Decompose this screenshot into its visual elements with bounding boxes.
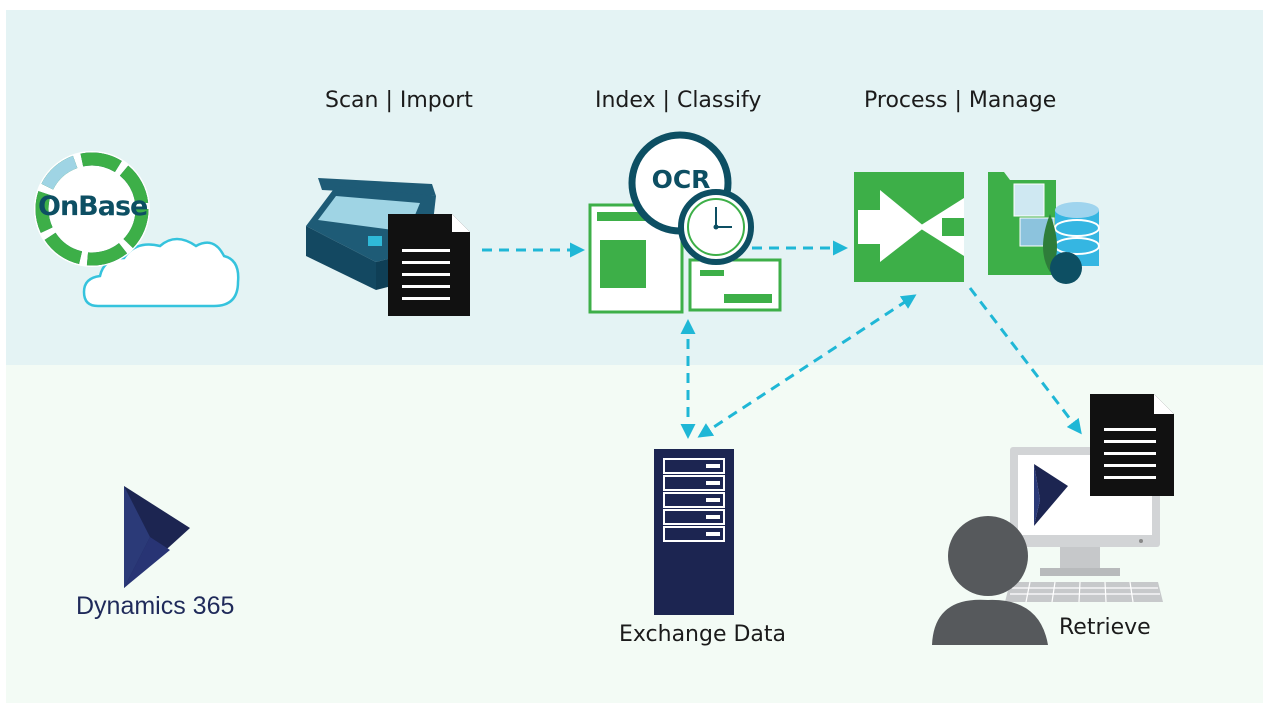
exchange-data-label: Exchange Data — [619, 622, 787, 647]
onbase-logo-text: OnBase — [38, 191, 148, 222]
ocr-label: OCR — [651, 165, 711, 194]
cloud-icon — [82, 237, 240, 308]
workflow-icon — [854, 172, 964, 282]
ocr-clock-icon — [628, 131, 754, 265]
retrieved-document-icon — [1090, 394, 1174, 496]
folder-database-icon — [988, 172, 1100, 284]
process-manage-label: Process | Manage — [864, 88, 1057, 113]
scan-import-label: Scan | Import — [325, 88, 473, 113]
dynamics-365-label: Dynamics 365 — [76, 592, 235, 620]
flow-arrows — [482, 240, 1082, 439]
server-icon — [654, 449, 734, 615]
document-icon — [388, 214, 470, 316]
retrieve-label: Retrieve — [1059, 615, 1151, 640]
arrow-process-retrieve — [968, 287, 1082, 435]
index-classify-label: Index | Classify — [595, 88, 762, 113]
arrow-exchange-process — [697, 294, 917, 438]
onbase-logo-icon — [34, 151, 150, 267]
dynamics-logo-icon — [124, 486, 190, 588]
